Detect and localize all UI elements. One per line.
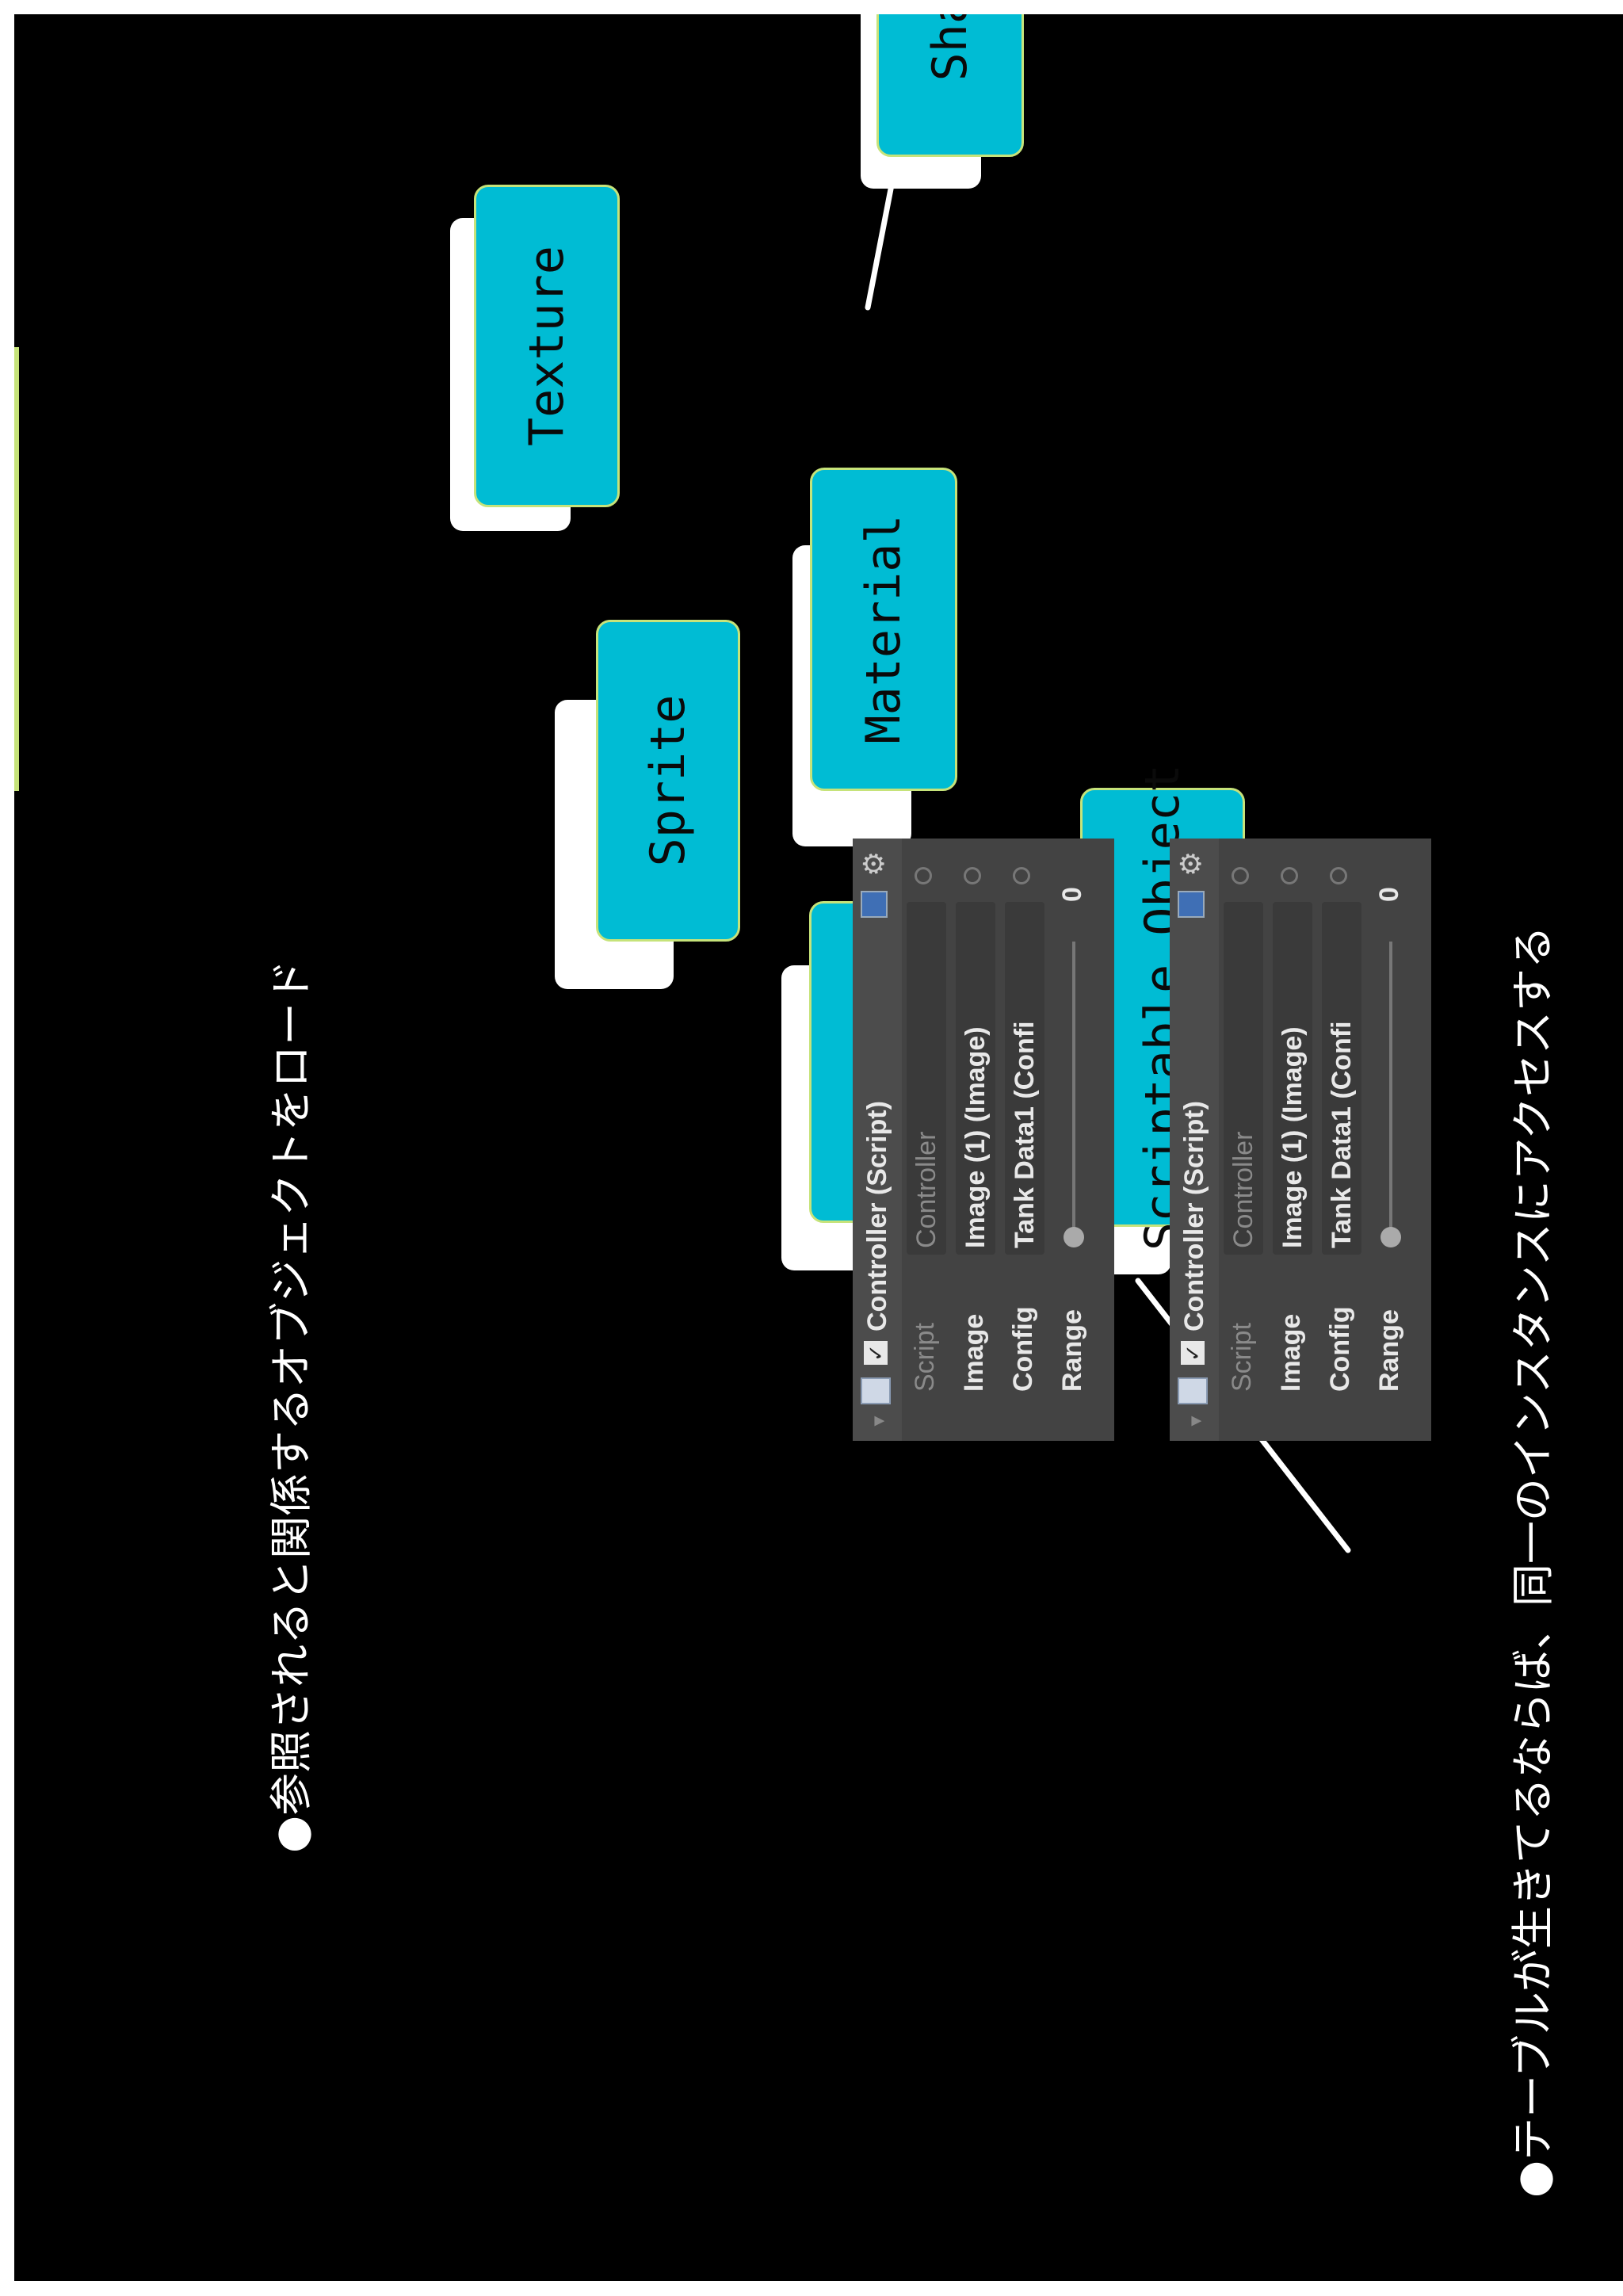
range-slider-handle[interactable] <box>1381 1227 1401 1247</box>
partial-node-edge <box>14 347 19 791</box>
object-picker-icon[interactable] <box>1232 867 1249 884</box>
inspector-row-image: Image Image (1) (Image) <box>951 839 1000 1441</box>
inspector-row-script: Script Controller <box>902 839 951 1441</box>
help-book-icon[interactable] <box>1178 891 1205 918</box>
row-label: Image <box>959 1313 989 1392</box>
component-title: Controller (Script) <box>1179 1101 1209 1331</box>
inspector-row-script: Script Controller <box>1219 839 1268 1441</box>
object-picker-icon[interactable] <box>964 867 981 884</box>
row-label: Range <box>1057 1309 1087 1392</box>
inspector-row-range: Range 0 <box>1049 839 1098 1441</box>
inspector-header[interactable]: ▼ ✓ Controller (Script) ⚙ <box>853 839 902 1441</box>
object-picker-icon[interactable] <box>1281 867 1298 884</box>
node-material[interactable]: Material <box>792 468 957 846</box>
object-picker-icon[interactable] <box>1013 867 1030 884</box>
component-title: Controller (Script) <box>862 1101 892 1331</box>
range-value[interactable]: 0 <box>1374 887 1404 902</box>
gear-icon[interactable]: ⚙ <box>857 850 890 877</box>
foldout-arrow-icon[interactable]: ▼ <box>1186 1412 1205 1430</box>
row-label: Script <box>910 1323 940 1392</box>
foldout-arrow-icon[interactable]: ▼ <box>869 1412 888 1430</box>
node-texture[interactable]: Texture <box>450 185 620 531</box>
enabled-checkbox[interactable]: ✓ <box>864 1341 888 1365</box>
inspector-header[interactable]: ▼ ✓ Controller (Script) ⚙ <box>1170 839 1219 1441</box>
range-slider-handle[interactable] <box>1064 1227 1084 1247</box>
script-field[interactable]: Controller <box>1224 902 1263 1255</box>
node-shader[interactable]: Shader <box>861 14 1024 189</box>
row-label: Config <box>1008 1306 1038 1392</box>
range-value[interactable]: 0 <box>1057 887 1087 902</box>
object-picker-icon[interactable] <box>915 867 932 884</box>
range-slider-track[interactable] <box>1389 942 1392 1243</box>
inspector-row-image: Image Image (1) (Image) <box>1268 839 1317 1441</box>
inspector-row-config: Config Tank Data1 (Confi <box>1317 839 1366 1441</box>
edge-material-shader <box>865 170 897 311</box>
range-slider-track[interactable] <box>1072 942 1075 1243</box>
image-field[interactable]: Image (1) (Image) <box>1273 902 1312 1255</box>
node-sprite-label: Sprite <box>596 620 740 942</box>
diagram-stage: ●参照されると関係するオブジェクトをロード ●テーブルが生きてるならば、同一のイ… <box>14 14 1623 2281</box>
inspector-panel-1: ▼ ✓ Controller (Script) ⚙ Script Control… <box>853 839 1114 1441</box>
inspector-panel-2: ▼ ✓ Controller (Script) ⚙ Script Control… <box>1170 839 1431 1441</box>
image-field[interactable]: Image (1) (Image) <box>956 902 995 1255</box>
config-field[interactable]: Tank Data1 (Confi <box>1322 902 1361 1255</box>
help-book-icon[interactable] <box>861 891 888 918</box>
row-label: Image <box>1276 1313 1306 1392</box>
script-field[interactable]: Controller <box>907 902 946 1255</box>
row-label: Range <box>1374 1309 1404 1392</box>
gear-icon[interactable]: ⚙ <box>1174 850 1207 877</box>
node-sprite[interactable]: Sprite <box>555 620 740 989</box>
config-field[interactable]: Tank Data1 (Confi <box>1005 902 1044 1255</box>
node-texture-label: Texture <box>474 185 620 507</box>
script-file-icon <box>1178 1377 1208 1404</box>
inspector-row-range: Range 0 <box>1366 839 1415 1441</box>
row-label: Script <box>1227 1323 1257 1392</box>
node-material-label: Material <box>810 468 957 791</box>
script-file-icon <box>861 1377 891 1404</box>
object-picker-icon[interactable] <box>1330 867 1347 884</box>
row-label: Config <box>1325 1306 1355 1392</box>
node-shader-label: Shader <box>876 14 1024 157</box>
inspector-row-config: Config Tank Data1 (Confi <box>1000 839 1049 1441</box>
enabled-checkbox[interactable]: ✓ <box>1181 1341 1205 1365</box>
slide: ●参照されると関係するオブジェクトをロード ●テーブルが生きてるならば、同一のイ… <box>14 14 1623 2281</box>
